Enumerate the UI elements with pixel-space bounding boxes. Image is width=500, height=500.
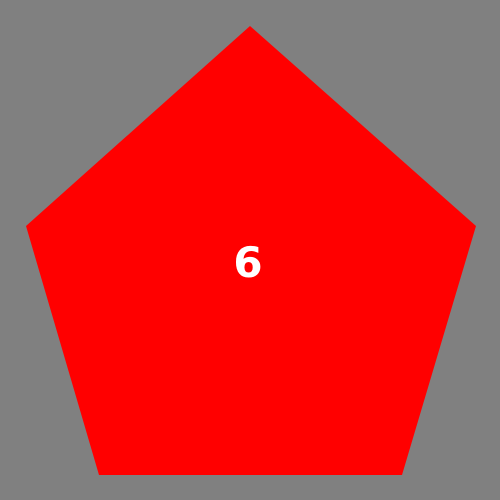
shape-number-label: 6 <box>233 238 262 287</box>
pentagon-shape <box>26 26 476 475</box>
